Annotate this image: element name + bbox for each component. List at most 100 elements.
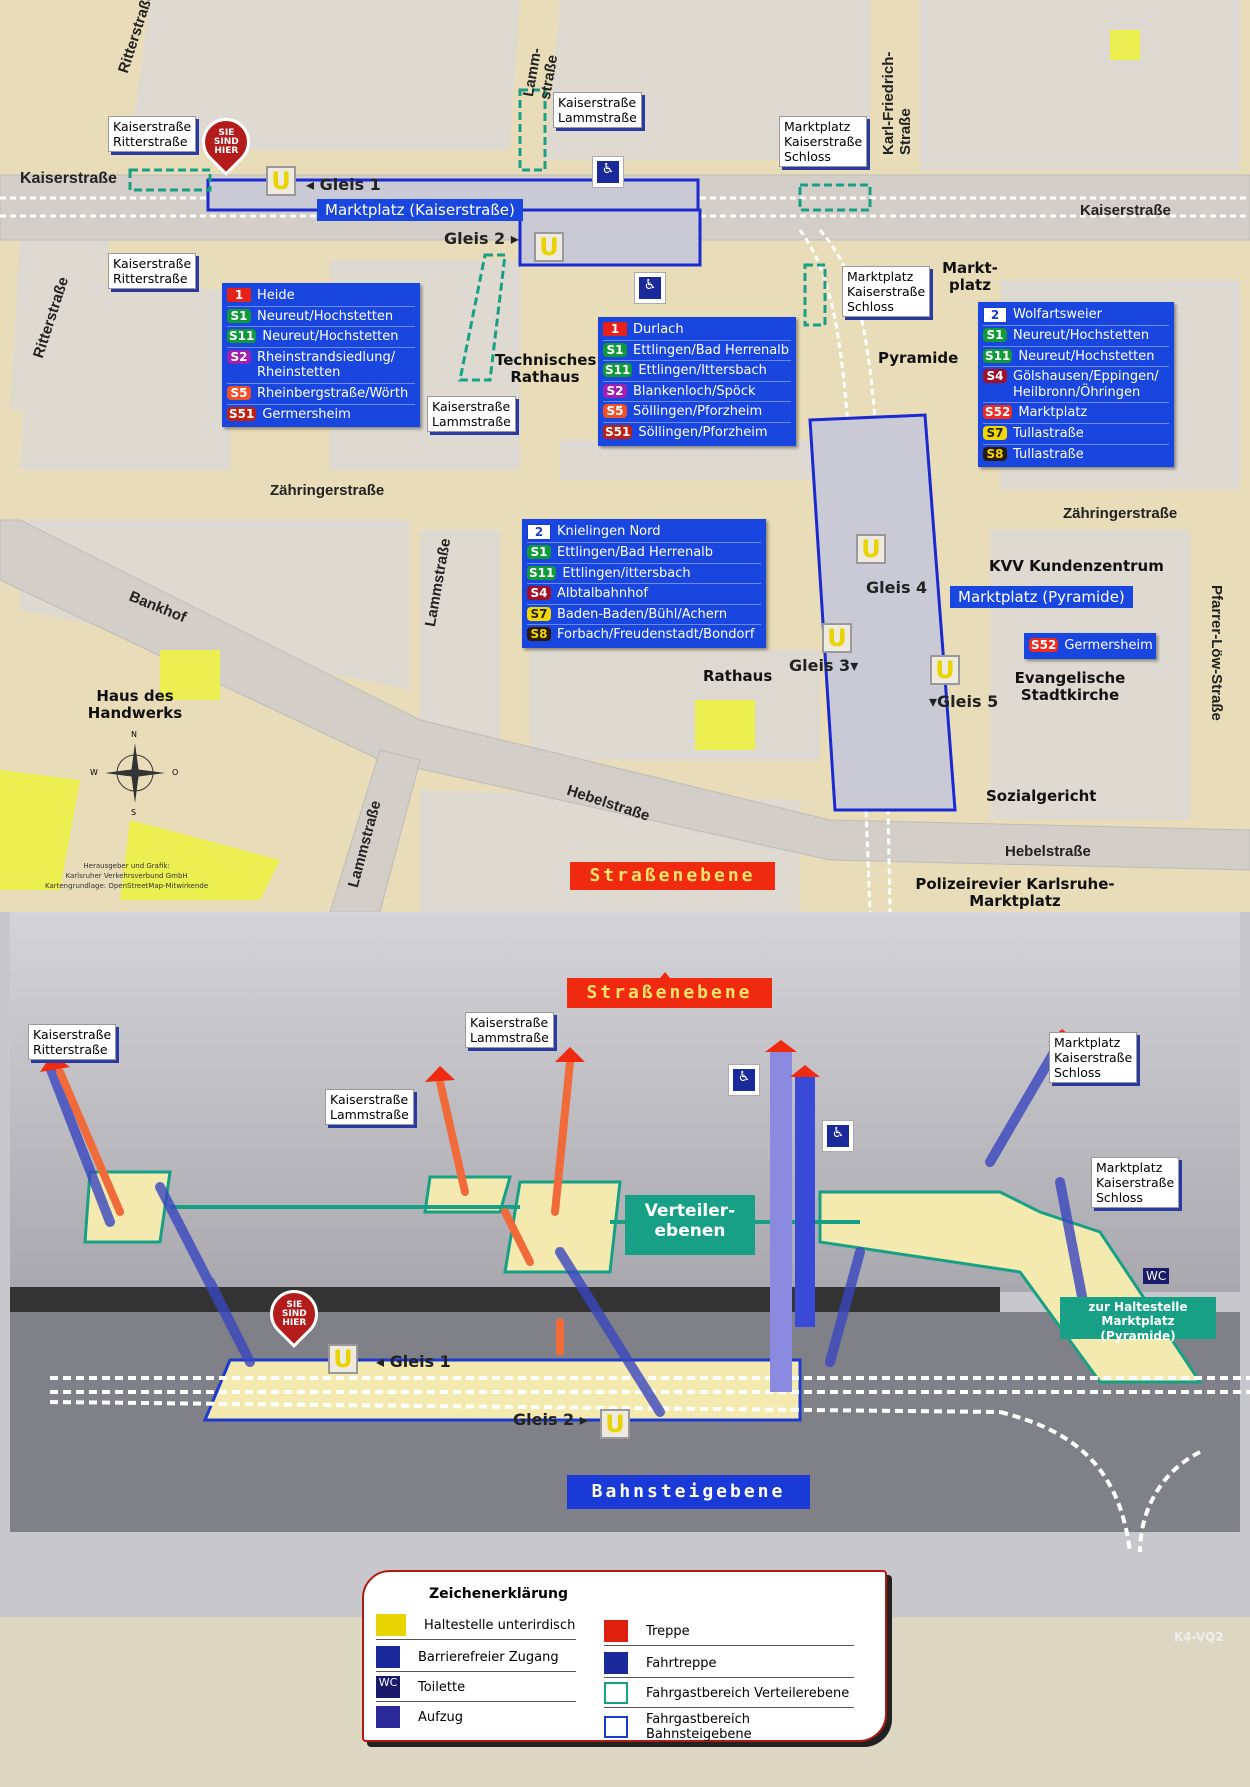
destination: Ettlingen/ittersbach — [562, 565, 691, 581]
departure-row: S4 Albtalbahnhof — [527, 584, 761, 605]
legend-item: Treppe — [604, 1620, 854, 1646]
platform-area-icon — [604, 1716, 628, 1738]
street-label: Hebelstraße — [1005, 843, 1091, 860]
legend-title: Zeichenerklärung — [429, 1586, 568, 1602]
destination: Tullastraße — [1013, 446, 1084, 462]
departure-row: S52 Marktplatz — [983, 403, 1169, 424]
platform-label-gleis-2: Gleis 2 ▸ — [513, 1410, 588, 1429]
legend-item: Fahrtreppe — [604, 1652, 854, 1678]
line-badge: S1 — [983, 328, 1007, 342]
street-label: Karl-Friedrich-Straße — [880, 51, 914, 155]
line-badge: S1 — [527, 545, 551, 559]
street-label: Kaiserstraße — [1080, 202, 1171, 219]
poi-label: Sozialgericht — [986, 787, 1097, 805]
u-stop-icon: U — [600, 1409, 630, 1439]
destination: Neureut/Hochstetten — [262, 329, 399, 345]
line-badge: S2 — [603, 383, 627, 398]
elevator-icon — [376, 1706, 400, 1728]
line-badge: S8 — [527, 627, 551, 642]
line-badge: S11 — [603, 363, 633, 378]
poi-label: Pyramide — [878, 349, 959, 367]
distribution-level-label: Verteiler-ebenen — [625, 1195, 755, 1255]
line-badge: S51 — [227, 406, 257, 421]
departure-row: S51 Germersheim — [227, 405, 415, 425]
destination: Durlach — [633, 322, 684, 337]
line-badge: S11 — [227, 329, 257, 344]
poi-label: Haus des Handwerks — [87, 687, 183, 723]
section-diagram: Straßenebene Bahnsteigebene Kaiserstraße… — [0, 912, 1250, 1787]
destination: Albtalbahnhof — [557, 586, 648, 602]
street-label: Zähringerstraße — [270, 482, 385, 499]
legend-item: Fahrgastbereich Bahnsteigebene — [604, 1712, 854, 1745]
street-label: Kaiserstraße — [20, 170, 117, 187]
destination: Wolfartsweier — [1013, 307, 1103, 322]
destination: Blankenloch/Spöck — [633, 383, 756, 399]
u-stop-icon: U — [266, 166, 296, 196]
line-badge: S4 — [983, 369, 1007, 384]
destination: Rheinbergstraße/Wörth — [257, 385, 409, 401]
legend-item: Haltestelle unterirdisch — [376, 1614, 576, 1640]
destination: Ettlingen/Bad Herrenalb — [557, 545, 714, 560]
line-badge: S4 — [527, 586, 551, 601]
wc-icon: WC — [1143, 1268, 1170, 1284]
u-stop-icon: U — [856, 534, 886, 564]
map-credits: Herausgeber und Grafik: Karlsruher Verke… — [45, 862, 209, 890]
destination: Gölshausen/Eppingen/ Heilbronn/Öhringen — [1013, 369, 1159, 400]
wheelchair-icon: ♿ — [822, 1120, 854, 1152]
street-label: Zähringerstraße — [1063, 505, 1178, 522]
platform-label-gleis-5: ▾Gleis 5 — [929, 692, 999, 711]
departure-row: S4 Gölshausen/Eppingen/ Heilbronn/Öhringe… — [983, 367, 1169, 404]
destination: Marktplatz — [1018, 405, 1088, 421]
platform-label-gleis-3: Gleis 3▾ — [789, 656, 859, 675]
destination: Ettlingen/Ittersbach — [638, 363, 767, 379]
station-name-kaiserstrasse: Marktplatz (Kaiserstraße) — [317, 199, 523, 221]
destination: Germersheim — [262, 406, 351, 422]
line-badge: S8 — [983, 446, 1007, 461]
wheelchair-icon: ♿ — [728, 1064, 760, 1096]
wheelchair-icon: ♿ — [634, 272, 666, 304]
line-badge: 2 — [983, 307, 1007, 323]
level-label-platform: Bahnsteigebene — [567, 1475, 810, 1509]
legend-item: Aufzug — [376, 1706, 576, 1731]
u-stop-icon: U — [930, 655, 960, 685]
destination: Ettlingen/Bad Herrenalb — [633, 342, 790, 358]
destination: Neureut/Hochstetten — [257, 308, 394, 324]
sign-code: K4-VQ2 — [1174, 1630, 1224, 1644]
line-badge: S52 — [983, 405, 1013, 420]
wheelchair-icon — [376, 1646, 400, 1668]
poi-label: Evangelische Stadtkirche — [1014, 669, 1126, 705]
platform-label-gleis-1: ◂ Gleis 1 — [306, 175, 381, 194]
destination: Rheinstrandsiedlung/ Rheinstetten — [257, 349, 396, 381]
destination: Söllingen/Pforzheim — [633, 404, 763, 420]
poi-label: Rathaus — [703, 667, 773, 685]
poi-label: Technisches Rathaus — [495, 351, 597, 387]
departure-row: S11 Ettlingen/Ittersbach — [603, 361, 791, 382]
platform-label-gleis-4: Gleis 4 — [866, 578, 928, 597]
line-badge: S1 — [227, 308, 251, 323]
transfer-label: zur Haltestelle Marktplatz (Pyramide) — [1060, 1297, 1216, 1343]
line-badge: S2 — [227, 349, 251, 364]
destination: Knielingen Nord — [557, 524, 661, 539]
street-label: Pfarrer-Löw-Straße — [1208, 585, 1225, 721]
